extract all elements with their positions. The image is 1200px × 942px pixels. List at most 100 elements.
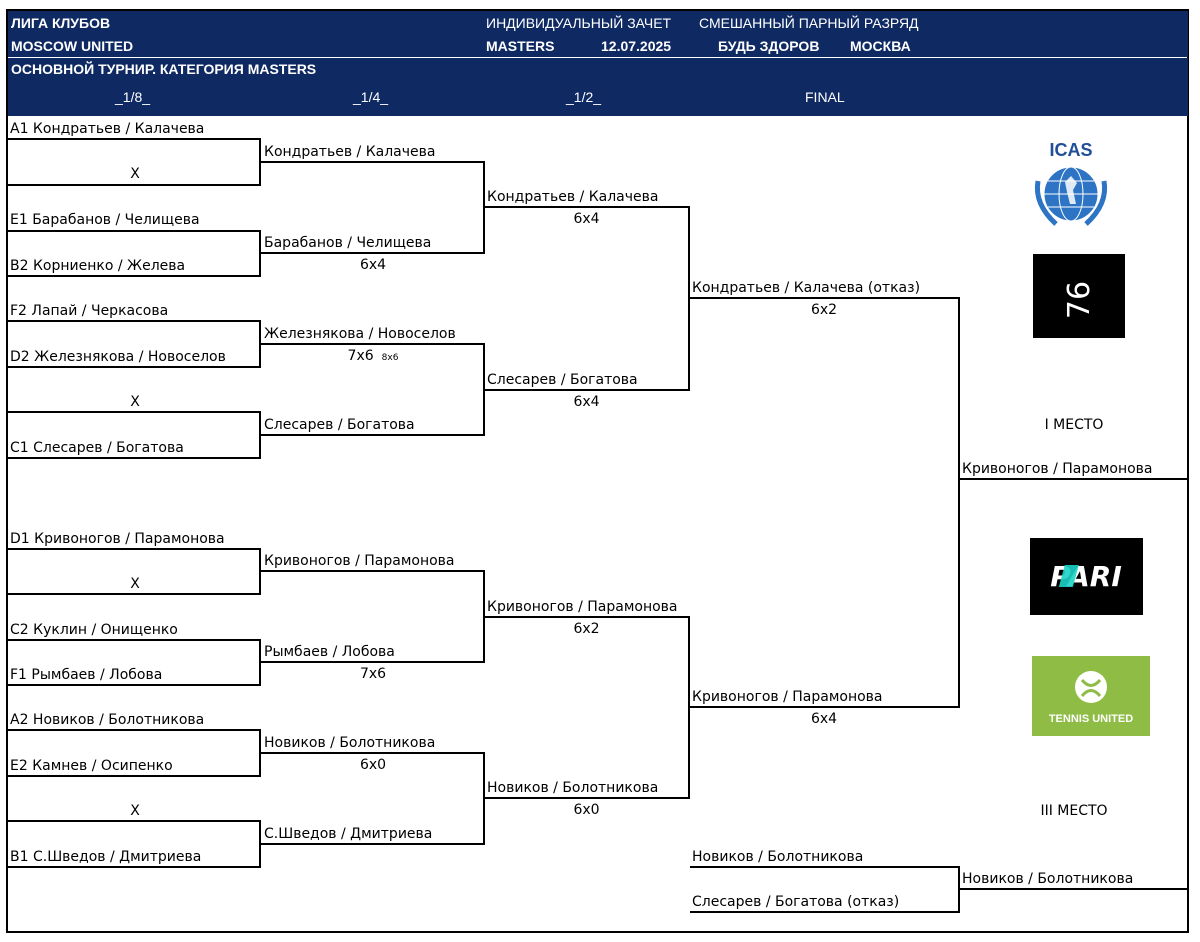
r16-entry: C2 Куклин / Онищенко [10, 622, 178, 638]
seventy-six-logo-text: 76 [1062, 281, 1097, 319]
icas-logo: ICAS [1034, 140, 1108, 226]
rounds-band [8, 80, 1188, 116]
tennis-united-logo: TENNIS UNITED [1032, 656, 1150, 736]
tournament-band [8, 58, 1188, 80]
qf-entry: Кондратьев / Калачева [264, 144, 436, 160]
third-place-label: III МЕСТО [1040, 803, 1108, 819]
r16-entry: F1 Рымбаев / Лобова [10, 667, 163, 683]
r16-entry: E2 Камнев / Осипенко [10, 758, 173, 774]
sf-score: 6х2 [573, 621, 600, 637]
qf-entry: Новиков / Болотникова [264, 735, 436, 751]
sf-entry: Кривоногов / Парамонова [487, 599, 678, 615]
qf-entry: Кривоногов / Парамонова [264, 553, 455, 569]
bracket-line [958, 888, 1188, 890]
final-entry: Кривоногов / Парамонова [692, 689, 883, 705]
event-type: ИНДИВИДУАЛЬНЫЙ ЗАЧЕТ [486, 15, 672, 31]
bracket-line [688, 616, 690, 799]
tournament-title: ОСНОВНОЙ ТУРНИР. КАТЕГОРИЯ MASTERS [11, 61, 317, 77]
bracket-frame [6, 9, 1189, 933]
bracket-line [958, 478, 1188, 480]
bracket-line [8, 457, 260, 459]
bracket-line [484, 797, 690, 799]
bracket-line [8, 411, 260, 413]
bracket-line [8, 775, 260, 777]
final-score: 6х2 [810, 302, 838, 318]
third-place-entry: Слесарев / Богатова (отказ) [692, 894, 900, 910]
bracket-line [8, 230, 260, 232]
bracket-line [8, 366, 260, 368]
bracket-line [8, 275, 260, 277]
r16-entry: A2 Новиков / Болотникова [10, 712, 205, 728]
final-score: 6х4 [810, 711, 838, 727]
bracket-line [8, 729, 260, 731]
bracket-line [8, 320, 260, 322]
sf-entry: Слесарев / Богатова [487, 372, 638, 388]
bracket-line [8, 138, 260, 140]
bracket-line [260, 161, 484, 163]
third-place-entry: Новиков / Болотникова [692, 849, 864, 865]
r16-entry: X [130, 166, 140, 182]
winner-name: Кривоногов / Парамонова [962, 461, 1153, 477]
final-entry: Кондратьев / Калачева (отказ) [692, 280, 921, 296]
r16-entry: D1 Кривоногов / Парамонова [10, 531, 225, 547]
tennis-united-logo-text: TENNIS UNITED [1049, 713, 1133, 725]
r16-entry: B1 С.Шведов / Дмитриева [10, 849, 202, 865]
bracket-line [260, 570, 484, 572]
category: MASTERS [486, 38, 555, 54]
bracket-line [484, 206, 690, 208]
qf-score: 6х0 [359, 757, 387, 773]
bracket-line [690, 911, 960, 913]
bracket-line [690, 297, 960, 299]
third-place-winner: Новиков / Болотникова [962, 871, 1134, 887]
sf-entry: Кондратьев / Калачева [487, 189, 659, 205]
qf-entry: Железнякова / Новоселов [264, 326, 456, 342]
bracket-line [690, 866, 960, 868]
header-band [8, 11, 1188, 57]
bracket-line [8, 593, 260, 595]
round-label-final: FINAL [805, 89, 845, 105]
bracket-line [8, 866, 260, 868]
qf-entry: Слесарев / Богатова [264, 417, 415, 433]
bracket-line [8, 184, 260, 186]
round-label-qf: _1/4_ [353, 89, 389, 105]
sf-score: 6х4 [573, 394, 600, 410]
pari-logo-text: PARI [1050, 560, 1122, 593]
qf-entry: Барабанов / Челищева [264, 235, 432, 251]
league-title: ЛИГА КЛУБОВ [11, 15, 111, 31]
bracket-line [260, 752, 484, 754]
bracket-line [8, 639, 260, 641]
qf-score: 6х4 [359, 257, 387, 273]
seventy-six-logo: 76 [1033, 254, 1125, 338]
pari-logo: PARI [1030, 538, 1143, 615]
city: МОСКВА [850, 38, 911, 54]
r16-entry: A1 Кондратьев / Калачева [10, 121, 205, 137]
sf-entry: Новиков / Болотникова [487, 780, 659, 796]
round-label-r16: _1/8_ [115, 89, 151, 105]
bracket-line [958, 297, 960, 708]
event-date: 12.07.2025 [601, 38, 672, 54]
qf-tiebreak: 8х6 [381, 353, 399, 363]
venue: БУДЬ ЗДОРОВ [718, 38, 820, 54]
bracket-line [260, 843, 484, 845]
bracket-line [690, 706, 960, 708]
icas-logo-text: ICAS [1049, 140, 1092, 160]
bracket-line [260, 434, 484, 436]
bracket-line [260, 343, 484, 345]
bracket-line [260, 252, 484, 254]
r16-entry: C1 Слесарев / Богатова [10, 440, 184, 456]
r16-entry: X [130, 394, 140, 410]
qf-score: 7х6 [359, 666, 387, 682]
qf-entry: С.Шведов / Дмитриева [264, 826, 433, 842]
round-label-sf: _1/2_ [566, 89, 602, 105]
bracket-line [260, 661, 484, 663]
bracket-line [688, 206, 690, 391]
bracket-line [8, 548, 260, 550]
sf-score: 6х4 [573, 211, 600, 227]
qf-entry: Рымбаев / Лобова [264, 644, 395, 660]
r16-entry: X [130, 803, 140, 819]
r16-entry: D2 Железнякова / Новоселов [10, 349, 226, 365]
r16-entry: B2 Корниенко / Желева [10, 258, 186, 274]
r16-entry: F2 Лапай / Черкасова [10, 303, 169, 319]
bracket-line [484, 616, 690, 618]
